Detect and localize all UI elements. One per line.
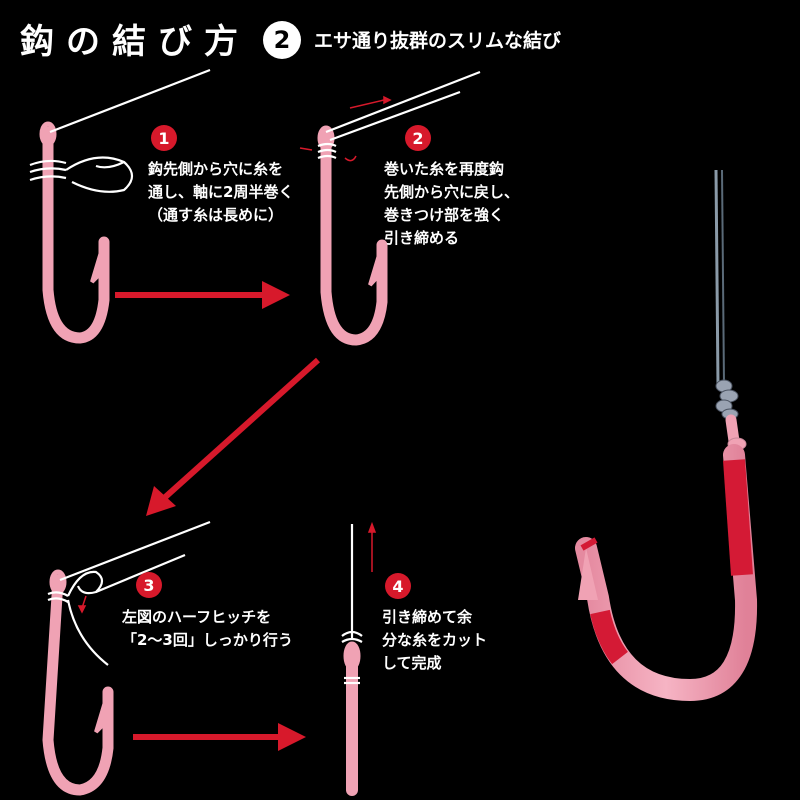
step-3-line: 左図のハーフヒッチを <box>122 608 272 626</box>
step-3-instructions: 左図のハーフヒッチを 「2〜3回」しっかり行う <box>122 606 293 652</box>
step-3-badge: 3 <box>136 572 162 598</box>
hook-step-2 <box>299 70 481 346</box>
step-2-line: 先側から穴に戻し、 <box>384 183 520 201</box>
hook-step-4 <box>341 521 377 796</box>
arrow-step-2-to-3 <box>146 357 321 516</box>
step-4-line: 分な糸をカット <box>382 631 488 649</box>
arrow-step-1-to-2 <box>115 281 290 309</box>
finished-hook-photo <box>575 169 758 702</box>
hook-step-3 <box>42 520 211 796</box>
step-4-line: して完成 <box>382 654 442 672</box>
page-subtitle: エサ通り抜群のスリムな結び <box>314 30 562 52</box>
page-title: 鈎の結び方 <box>20 22 250 62</box>
step-2-line: 巻いた糸を再度鈎 <box>384 160 505 178</box>
method-number-badge: 2 <box>263 21 301 59</box>
step-1-line: 鈎先側から穴に糸を <box>148 160 284 178</box>
step-3-line: 「2〜3回」しっかり行う <box>122 631 293 649</box>
step-4-line: 引き締めて余 <box>382 608 473 626</box>
step-1-badge: 1 <box>151 125 177 151</box>
step-1-line: 通し、軸に2周半巻く <box>148 183 294 201</box>
hook-step-1 <box>29 68 211 344</box>
step-2-line: 引き締める <box>384 229 460 247</box>
step-1-instructions: 鈎先側から穴に糸を 通し、軸に2周半巻く （通す糸は長めに） <box>148 158 293 227</box>
step-4-badge: 4 <box>385 573 411 599</box>
step-4-instructions: 引き締めて余 分な糸をカット して完成 <box>382 606 487 675</box>
step-2-instructions: 巻いた糸を再度鈎 先側から穴に戻し、 巻きつけ部を強く 引き締める <box>384 158 519 250</box>
step-2-badge: 2 <box>405 125 431 151</box>
step-2-line: 巻きつけ部を強く <box>384 206 505 224</box>
step-1-line: （通す糸は長めに） <box>148 206 284 224</box>
arrow-step-3-to-4 <box>133 723 306 751</box>
